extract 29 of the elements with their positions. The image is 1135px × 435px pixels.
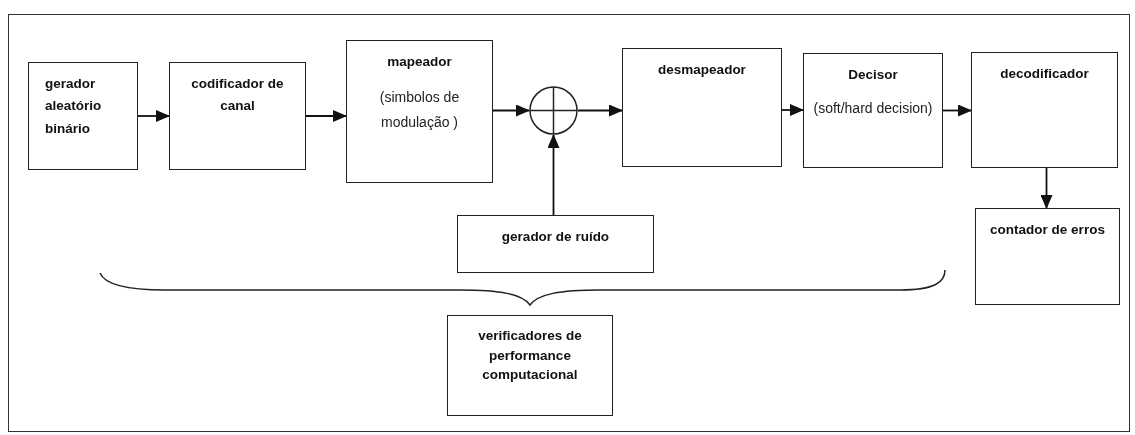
arrow — [577, 104, 623, 117]
box-title: mapeador — [387, 53, 452, 71]
box-title: decodificador — [1000, 65, 1089, 83]
box-title: codificador de canal — [190, 75, 285, 116]
arrow — [305, 110, 347, 122]
arrow — [1040, 167, 1053, 209]
arrow — [492, 104, 530, 117]
arrow — [781, 104, 804, 116]
arrow — [137, 110, 170, 122]
box-title: contador de erros — [990, 221, 1105, 239]
process-box — [169, 62, 306, 170]
process-box — [971, 52, 1118, 168]
process-box — [622, 48, 782, 167]
box-title: desmapeador — [658, 61, 746, 79]
box-note: (soft/hard decision) — [813, 99, 933, 119]
process-box — [346, 40, 493, 183]
process-box — [28, 62, 138, 170]
arrow — [942, 104, 972, 117]
box-title: gerador de ruído — [501, 228, 610, 246]
box-title: verificadores de performance computacional — [477, 327, 583, 385]
process-box — [803, 53, 943, 168]
process-box — [457, 215, 654, 273]
box-title: gerador aleatório binário — [45, 75, 103, 138]
process-box — [975, 208, 1120, 305]
process-box — [447, 315, 613, 416]
summing-junction — [529, 86, 578, 135]
arrow — [547, 134, 560, 216]
box-note: (simbolos de modulação ) — [378, 88, 461, 132]
box-title: Decisor — [848, 66, 898, 84]
